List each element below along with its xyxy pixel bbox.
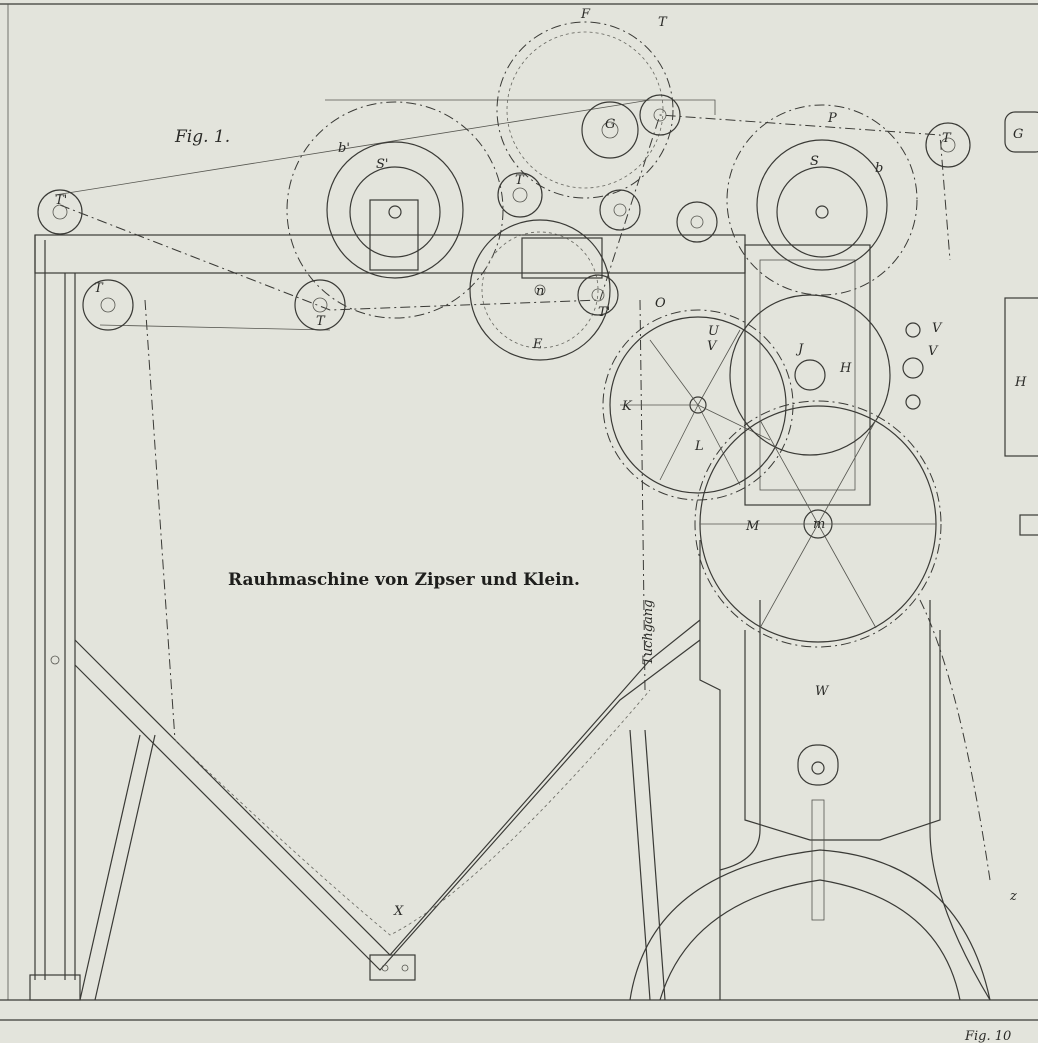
label-S-prime: S' (376, 157, 388, 172)
label-m: m (813, 517, 825, 532)
rollers-T (37, 94, 971, 410)
label-S: S (810, 154, 819, 169)
label-J: J (795, 342, 804, 357)
teasel-chain (174, 689, 651, 936)
wheel-H (729, 294, 891, 456)
label-M: M (745, 519, 760, 534)
cloth-path-down (144, 299, 176, 741)
label-T: T (316, 314, 326, 329)
label-T: T (94, 281, 104, 296)
label-U: U (708, 324, 720, 339)
label-V: V (932, 321, 943, 336)
label-W: W (815, 684, 830, 699)
label-O: O (655, 296, 666, 311)
side-label-H: H (1014, 375, 1027, 390)
flywheel-M (694, 400, 942, 648)
raising-drum-S-prime (286, 101, 504, 319)
cloth-path-label: Tuchgang (641, 600, 656, 665)
figure-label: Fig. 1. (174, 127, 230, 147)
label-G: G (605, 117, 615, 132)
label-K: K (621, 399, 633, 414)
label-H: H (839, 361, 852, 376)
cloth-path (59, 114, 951, 311)
label-T: T (942, 131, 952, 146)
side-part-G (1004, 111, 1038, 153)
label-L: L (694, 439, 704, 454)
belt-line (54, 99, 651, 331)
raising-drum-S (726, 104, 918, 296)
label-b: b (875, 161, 883, 176)
side-label-G: G (1013, 127, 1023, 142)
machine-frame (29, 199, 991, 1001)
label-X: X (393, 904, 404, 919)
side-part (1019, 514, 1038, 536)
label-n: n (536, 284, 544, 299)
label-E: E (532, 337, 543, 352)
label-b-prime: b' (338, 141, 350, 156)
label-T: T (658, 15, 668, 30)
drive-belt (919, 599, 991, 881)
wheel-E (469, 219, 611, 361)
cloth-path-up (639, 299, 646, 691)
label-T-prime: T' (598, 305, 610, 320)
top-rod (325, 99, 716, 115)
label-T-prime: T' (55, 193, 67, 208)
label-z: z (1009, 889, 1017, 904)
label-P: P (827, 111, 837, 126)
drawing-title: Rauhmaschine von Zipser und Klein. (228, 570, 580, 590)
label-T: T (515, 173, 525, 188)
bottom-figure-label: Fig. 10 (964, 1029, 1011, 1043)
label-V: V (707, 339, 718, 354)
label-V: V (928, 344, 939, 359)
side-part-H (1004, 297, 1038, 457)
label-F: F (580, 7, 591, 22)
